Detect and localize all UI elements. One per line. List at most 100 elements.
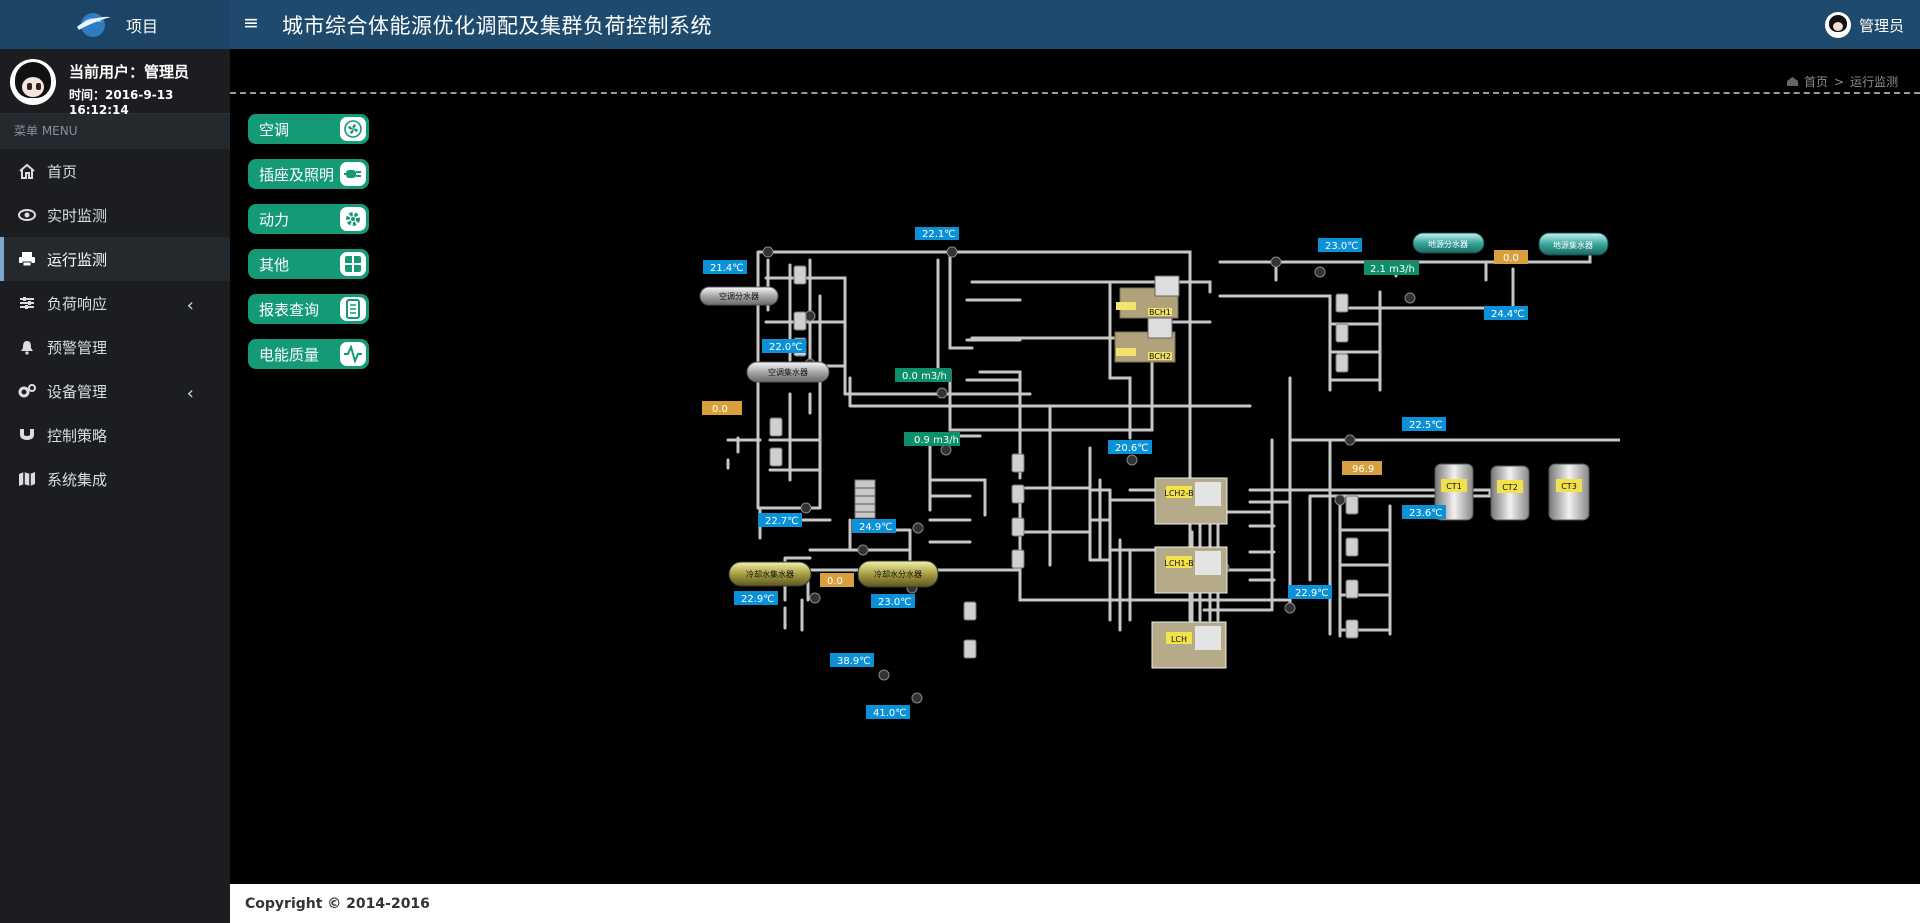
equipment-label: 冷却水集水器 (746, 569, 794, 579)
brand-text: 项目 (126, 17, 159, 36)
sidebar-item-operation-monitoring[interactable]: 运行监测 (0, 237, 230, 281)
sensor-readings: 22.1℃ 21.4℃ 23.0℃ 2.1 m3/h 0.0 24.4℃ 22.… (702, 227, 1528, 719)
temperature-reading: 41.0℃ (866, 705, 910, 719)
equipment-label: 地源集水器 (1553, 240, 1593, 250)
category-button-air-conditioning[interactable]: 空调 (248, 114, 369, 144)
magnet-icon (16, 426, 38, 444)
category-button-sockets-lighting[interactable]: 插座及照明 (248, 159, 369, 189)
equipment-label: CT3 (1561, 482, 1577, 491)
svg-text:24.4℃: 24.4℃ (1491, 309, 1525, 320)
breadcrumb-separator: > (1834, 74, 1845, 89)
sidebar-item-label: 负荷响应 (47, 294, 108, 313)
sidebar-item-load-response[interactable]: 负荷响应 ‹ (0, 281, 230, 325)
report-icon (340, 297, 366, 321)
equipment-label: 地源分水器 (1428, 239, 1468, 249)
category-button-report-query[interactable]: 报表查询 (248, 294, 369, 324)
avatar (1824, 12, 1851, 38)
category-button-power-quality[interactable]: 电能质量 (248, 339, 369, 369)
user-menu[interactable]: 管理员 (1824, 12, 1904, 38)
category-button-other[interactable]: 其他 (248, 249, 369, 279)
temperature-reading: 22.0℃ (762, 339, 806, 353)
equipment-label: CT2 (1502, 483, 1518, 492)
equipment-label: 冷却水分水器 (874, 569, 922, 579)
temperature-reading: 24.4℃ (1484, 306, 1528, 320)
category-label: 其他 (259, 255, 290, 274)
equipment-labels: 空调分水器 空调集水器 地源分水器 地源集水器 冷却水集水器 冷却水分水器 CT… (719, 239, 1593, 644)
brand[interactable]: 项目 (0, 0, 230, 49)
value-reading: 0.0 (1494, 250, 1528, 264)
temperature-reading: 22.9℃ (734, 591, 778, 605)
sidebar: 当前用户：管理员 时间：2016-9-13 16:12:14 菜单 MENU 首… (0, 49, 230, 923)
profile-panel: 当前用户：管理员 时间：2016-9-13 16:12:14 (0, 49, 230, 117)
equipment-label: LCH2-B (1164, 489, 1193, 498)
copyright-text: Copyright © 2014-2016 (245, 896, 430, 912)
svg-text:23.6℃: 23.6℃ (1409, 508, 1443, 519)
sliders-icon (16, 294, 38, 312)
breadcrumb: 首页 > 运行监测 (1787, 73, 1898, 90)
map-icon (16, 470, 38, 488)
sidebar-item-home[interactable]: 首页 (0, 149, 230, 193)
category-button-power[interactable]: 动力 (248, 204, 369, 234)
temperature-reading: 23.0℃ (1318, 238, 1362, 252)
svg-text:22.5℃: 22.5℃ (1409, 420, 1443, 431)
grid-icon (340, 252, 366, 276)
equipment-label: LCH1-B (1164, 559, 1193, 568)
equipment-label: 空调集水器 (768, 367, 808, 377)
avatar (10, 59, 56, 105)
svg-text:96.9: 96.9 (1352, 464, 1374, 475)
category-label: 报表查询 (259, 300, 320, 319)
sidebar-item-device-management[interactable]: 设备管理 ‹ (0, 369, 230, 413)
equipment-label: LCH (1171, 635, 1187, 644)
value-reading: 0.0 (820, 573, 854, 587)
sidebar-item-control-strategy[interactable]: 控制策略 (0, 413, 230, 457)
flow-reading: 0.9 m3/h (904, 432, 960, 446)
value-reading: 96.9 (1342, 461, 1382, 475)
svg-text:22.0℃: 22.0℃ (769, 342, 803, 353)
svg-text:23.0℃: 23.0℃ (878, 597, 912, 608)
temperature-reading: 20.6℃ (1108, 440, 1152, 454)
sidebar-item-label: 运行监测 (47, 250, 108, 269)
chevron-left-icon: ‹ (186, 383, 194, 404)
chillers (1114, 275, 1228, 669)
sidebar-item-label: 系统集成 (47, 470, 108, 489)
svg-text:21.4℃: 21.4℃ (710, 263, 744, 274)
hamburger-icon[interactable]: ≡ (243, 12, 259, 34)
sidebar-item-alert-management[interactable]: 预警管理 (0, 325, 230, 369)
waveform-icon (340, 342, 366, 366)
sidebar-item-label: 控制策略 (47, 426, 108, 445)
category-label: 空调 (259, 120, 290, 139)
svg-text:23.0℃: 23.0℃ (1325, 241, 1359, 252)
sidebar-item-label: 实时监测 (47, 206, 108, 225)
category-label: 动力 (259, 210, 290, 229)
svg-text:22.9℃: 22.9℃ (741, 594, 775, 605)
user-name: 管理员 (1858, 16, 1904, 35)
flow-reading: 0.0 m3/h (895, 368, 951, 382)
menu-heading: 菜单 MENU (0, 114, 230, 149)
breadcrumb-home[interactable]: 首页 (1804, 75, 1829, 89)
temperature-reading: 21.4℃ (703, 260, 747, 274)
temperature-reading: 22.9℃ (1288, 585, 1332, 599)
flow-reading: 2.1 m3/h (1364, 261, 1419, 275)
category-label: 电能质量 (259, 345, 320, 364)
sidebar-item-system-integration[interactable]: 系统集成 (0, 457, 230, 501)
hvac-system-diagram: 空调分水器 空调集水器 地源分水器 地源集水器 冷却水集水器 冷却水分水器 CT… (699, 227, 1620, 719)
temperature-reading: 38.9℃ (830, 653, 874, 667)
content-divider (230, 92, 1920, 94)
svg-text:0.0: 0.0 (827, 576, 843, 587)
gears-icon (16, 382, 38, 400)
equipment-label: CT1 (1446, 482, 1462, 491)
svg-text:20.6℃: 20.6℃ (1115, 443, 1149, 454)
home-icon (16, 162, 38, 180)
footer: Copyright © 2014-2016 (230, 884, 1920, 923)
svg-text:22.9℃: 22.9℃ (1295, 588, 1329, 599)
svg-text:24.9℃: 24.9℃ (859, 522, 893, 533)
value-reading: 0.0 (702, 401, 742, 415)
eye-icon (16, 206, 38, 224)
svg-text:0.0 m3/h: 0.0 m3/h (902, 371, 947, 382)
current-user: 当前用户：管理员 (69, 63, 190, 81)
svg-text:2.1 m3/h: 2.1 m3/h (1370, 264, 1415, 275)
manifolds (699, 232, 1609, 588)
cooling-towers (1434, 463, 1590, 521)
breadcrumb-current: 运行监测 (1850, 75, 1899, 89)
sidebar-item-realtime-monitoring[interactable]: 实时监测 (0, 193, 230, 237)
